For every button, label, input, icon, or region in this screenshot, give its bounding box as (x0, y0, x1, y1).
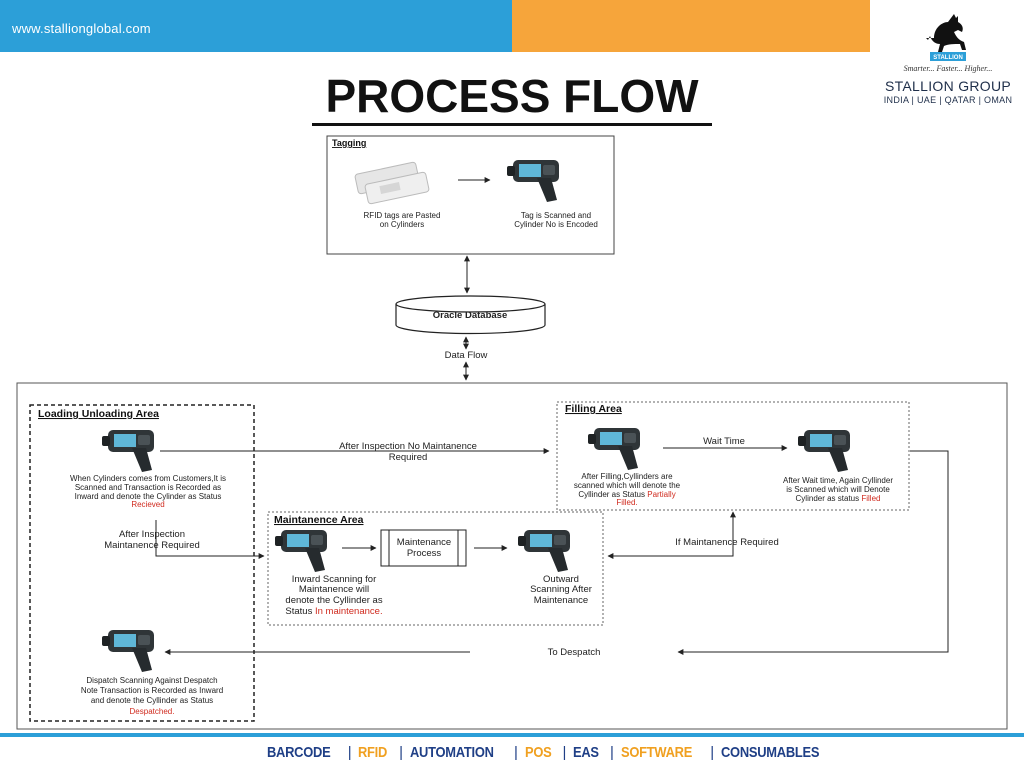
stallion-logo: STALLION Smarter... Faster... Higher... … (878, 8, 1018, 108)
dispatch-line1: Dispatch Scanning Against Despatch (86, 676, 217, 685)
plant-outer-box (16, 382, 1008, 730)
database-label: Oracle Database (433, 310, 507, 321)
inward-line4-text: Status (285, 606, 315, 617)
footer-services: BARCODE | RFID | AUTOMATION | POS | EAS | SOFTWARE… (262, 742, 840, 762)
website-url[interactable]: www.stallionglobal.com (12, 21, 151, 36)
outward-line2: Scanning After (530, 584, 592, 595)
to-despatch-label: To Despatch (548, 647, 601, 658)
data-flow-label: Data Flow (445, 350, 488, 361)
logo-tagline: Smarter... Faster... Higher... (903, 64, 993, 73)
filling-line2: scanned which will denote the (574, 481, 681, 490)
loading-received-status: Recieved (131, 500, 164, 509)
maintenance-required-arrow (155, 520, 265, 559)
footer-separator: | (610, 743, 614, 761)
tagging-step2-line1: Tag is Scanned and (521, 211, 591, 220)
top-banner-orange (512, 0, 870, 52)
maintenance-process-line1: Maintenance (397, 537, 451, 548)
top-banner: www.stallionglobal.com (0, 0, 1024, 52)
filling-status-filled: Filled. (616, 498, 637, 507)
logo-badge-text: STALLION (933, 55, 963, 61)
if-maintenance-arrow (607, 511, 736, 559)
title-underline (312, 123, 712, 126)
wait-line1: After Wait time, Again Cyllinder (783, 476, 893, 485)
tagging-box: Tagging RFID tags are Pasted on Cylinder… (326, 135, 615, 255)
maintenance-required-label-line1: After Inspection (119, 529, 185, 540)
dispatch-line3: and denote the Cyllinder as Status (91, 696, 213, 705)
maintenance-area: Maintanence Area Inward Scanning for Mai… (267, 511, 604, 626)
tagging-step1-line2: on Cylinders (380, 220, 424, 229)
to-despatch-arrow-right (677, 450, 949, 655)
maintenance-process-line2: Process (407, 548, 442, 559)
loading-received-line3: Inward and denote the Cylinder as Status (75, 492, 222, 501)
footer-banner (0, 733, 1024, 768)
loading-area-title: Loading Unloading Area (38, 408, 159, 420)
maintenance-inward-scanner-icon (275, 530, 327, 572)
footer-item-barcode: BARCODE (267, 743, 331, 761)
footer-item-software: SOFTWARE (620, 743, 692, 761)
footer-item-eas: EAS (573, 743, 599, 761)
inward-line1: Inward Scanning for (292, 574, 377, 585)
filling-area: Filling Area After Filling,Cyllinders ar… (556, 401, 910, 511)
inward-status: In maintenance. (315, 606, 383, 617)
logo-company-name: STALLION GROUP (884, 78, 1012, 94)
filling-line3: Cyllinder as Status Partially (578, 490, 675, 499)
footer-item-rfid: RFID (358, 743, 388, 761)
page-title: PROCESS FLOW (325, 70, 699, 122)
filling-status-partially: Partially (647, 490, 675, 499)
wait-time-label: Wait Time (703, 436, 745, 447)
filling-line1: After Filling,Cyllinders are (581, 472, 673, 481)
top-banner-blue (0, 0, 512, 52)
maintenance-process-box: Maintenance Process (380, 529, 467, 567)
footer-item-pos: POS (524, 743, 552, 761)
wait-line2: is Scanned which will Denote (786, 485, 890, 494)
outward-line3: Maintenance (534, 595, 588, 606)
wait-line3-text: Cylinder as status (796, 494, 862, 503)
tagging-title: Tagging (332, 138, 366, 148)
oracle-database: Oracle Database (395, 295, 546, 335)
footer-separator: | (514, 743, 518, 761)
loading-received-line2: Scanned and Transaction is Recorded as (75, 483, 221, 492)
filling-line3-text: Cyllinder as Status (578, 490, 647, 499)
dispatch-status: Despatched. (130, 707, 175, 716)
outward-line1: Outward (543, 574, 579, 585)
maintenance-area-title: Maintanence Area (274, 514, 364, 526)
loading-scanner-icon (102, 430, 154, 472)
footer-strip (0, 733, 1024, 737)
footer-separator: | (399, 743, 403, 761)
footer-item-consumables: CONSUMABLES (720, 743, 820, 761)
footer-separator: | (562, 743, 567, 761)
loading-unloading-area: Loading Unloading Area When Cylinders co… (29, 404, 255, 722)
dispatch-line2: Note Transaction is Recorded as Inward (81, 686, 223, 695)
maintenance-required-label-line2: Maintanence Required (104, 540, 200, 551)
wait-status-filled: Filled (861, 494, 880, 503)
logo-countries: INDIA | UAE | QATAR | OMAN (883, 95, 1013, 105)
tagging-step1-line1: RFID tags are Pasted (364, 211, 441, 220)
footer-separator: | (347, 743, 352, 761)
inward-line3: denote the Cyllinder as (285, 595, 382, 606)
if-maintenance-label: If Maintanence Required (675, 537, 779, 548)
filling-area-title: Filling Area (565, 403, 622, 415)
wait-line3: Cylinder as status Filled (796, 494, 881, 503)
wait-scanner-icon (798, 430, 850, 472)
loading-received-line1: When Cylinders comes from Customers,It i… (70, 474, 226, 483)
footer-item-automation: AUTOMATION (409, 743, 494, 761)
dispatch-scanner-icon (102, 630, 154, 672)
footer-separator: | (710, 743, 714, 761)
filling-scanner-icon (588, 428, 640, 470)
rfid-tags-image (354, 161, 430, 205)
maintenance-outward-scanner-icon (518, 530, 570, 572)
inward-line4: Status In maintenance. (285, 606, 382, 617)
tagging-step2-line2: Cylinder No is Encoded (514, 220, 598, 229)
no-maintenance-label-line2: Required (389, 452, 428, 463)
no-maintenance-label-line1: After Inspection No Maintanence (339, 441, 477, 452)
horse-logo-icon: STALLION (926, 14, 966, 61)
inward-line2: Maintanence will (299, 584, 369, 595)
